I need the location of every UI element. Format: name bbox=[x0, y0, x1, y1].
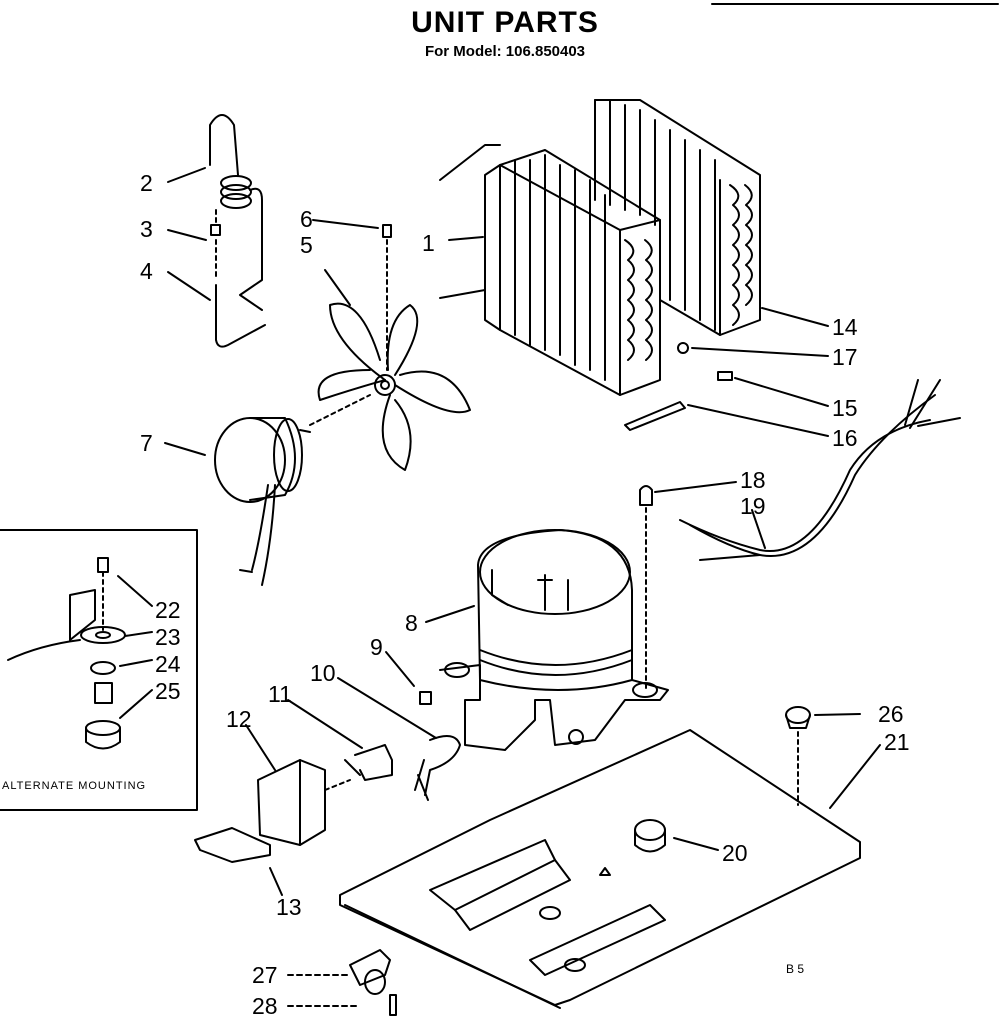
callout-13: 13 bbox=[276, 894, 302, 920]
callout-14: 14 bbox=[832, 314, 858, 340]
inset-caption: ALTERNATE MOUNTING bbox=[2, 780, 147, 792]
alternate-mounting-inset bbox=[0, 529, 198, 811]
callout-10: 10 bbox=[310, 660, 336, 686]
electrical-components bbox=[194, 651, 461, 896]
callout-17: 17 bbox=[832, 344, 858, 370]
callout-11: 11 bbox=[268, 681, 292, 707]
callout-27: 27 bbox=[252, 962, 278, 988]
page-title: UNIT PARTS bbox=[411, 6, 599, 39]
callout-12: 12 bbox=[226, 706, 252, 732]
callout-15: 15 bbox=[832, 395, 858, 421]
callout-24: 24 bbox=[155, 651, 181, 677]
callout-4: 4 bbox=[140, 258, 153, 284]
callout-25: 25 bbox=[155, 678, 181, 704]
callout-21: 21 bbox=[884, 729, 910, 755]
wire-harness bbox=[639, 379, 961, 691]
callout-23: 23 bbox=[155, 624, 181, 650]
callout-1: 1 bbox=[422, 230, 435, 256]
callout-6: 6 bbox=[300, 206, 313, 232]
fan-and-motor bbox=[164, 219, 471, 586]
callout-3: 3 bbox=[140, 216, 153, 242]
callout-28: 28 bbox=[252, 993, 278, 1019]
model-subtitle: For Model: 106.850403 bbox=[424, 43, 586, 60]
compressor bbox=[425, 529, 669, 751]
callout-19: 19 bbox=[740, 493, 766, 519]
callout-5: 5 bbox=[300, 232, 313, 258]
capillary-tube-assembly bbox=[167, 114, 266, 348]
callout-16: 16 bbox=[832, 425, 858, 451]
callout-9: 9 bbox=[370, 634, 383, 660]
callout-20: 20 bbox=[722, 840, 748, 866]
coil-assemblies bbox=[439, 99, 829, 437]
callout-26: 26 bbox=[878, 701, 904, 727]
callout-8: 8 bbox=[405, 610, 418, 636]
callout-2: 2 bbox=[140, 170, 153, 196]
base-pan bbox=[287, 706, 881, 1016]
callout-22: 22 bbox=[155, 597, 181, 623]
callout-7: 7 bbox=[140, 430, 153, 456]
page-code: B 5 bbox=[786, 962, 805, 976]
callout-18: 18 bbox=[740, 467, 766, 493]
